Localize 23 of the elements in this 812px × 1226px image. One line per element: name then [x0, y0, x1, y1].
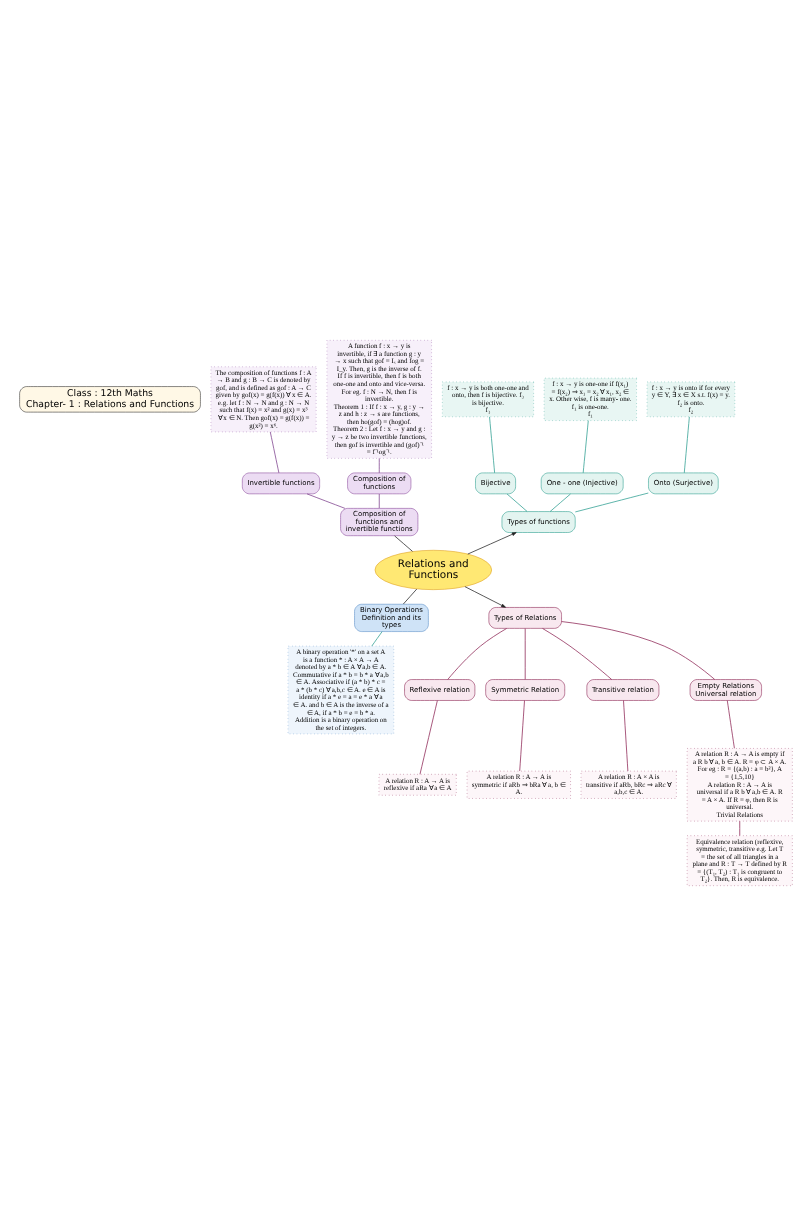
- connector: [403, 588, 418, 605]
- connector: [519, 700, 525, 772]
- connector: [269, 431, 280, 474]
- connector: [371, 631, 383, 647]
- connector: [447, 628, 507, 680]
- connector: [582, 420, 589, 474]
- arrow: [467, 532, 517, 555]
- connector: [549, 493, 571, 512]
- connector: [683, 416, 690, 474]
- connector: [574, 492, 649, 513]
- connector: [394, 535, 413, 552]
- connector: [378, 458, 380, 474]
- connector: [378, 493, 380, 509]
- connector: [419, 700, 438, 775]
- connector: [489, 416, 495, 474]
- connector: [561, 621, 715, 680]
- arrow: [464, 586, 506, 608]
- connector: [726, 700, 735, 749]
- connector: [542, 628, 613, 680]
- connector: [623, 700, 629, 772]
- connector: [524, 628, 526, 680]
- connector: [506, 493, 528, 512]
- connector: [306, 493, 346, 509]
